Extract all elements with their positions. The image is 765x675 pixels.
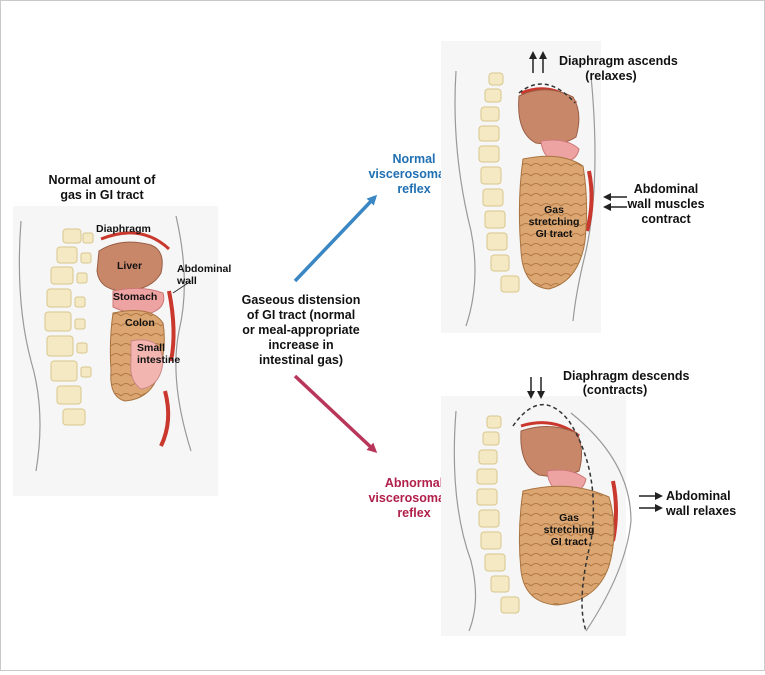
normal-reflex-line2: viscerosomatic xyxy=(368,167,459,181)
center-text-line1: Gaseous distension xyxy=(242,293,361,307)
left-abdominal-wall-muscle-lower xyxy=(159,390,171,447)
bottom-right-spine xyxy=(476,415,520,614)
left-title-line2: gas in GI tract xyxy=(60,188,144,202)
bottom-wall-line2: wall relaxes xyxy=(665,504,736,518)
center-text-line3: or meal-appropriate xyxy=(242,323,359,337)
top-muscles-line3: contract xyxy=(641,212,691,226)
spine xyxy=(44,228,94,426)
abdominal-wall-leader xyxy=(172,280,192,294)
left-abdominal-wall-muscle-upper xyxy=(167,290,176,362)
bottom-right-gut xyxy=(518,485,615,606)
label-abdominal-wall-line2: wall xyxy=(176,275,197,287)
label-small-intestine-line1: Small xyxy=(137,342,165,354)
small-intestine xyxy=(130,339,164,390)
center-text-line5: intestinal gas) xyxy=(259,353,343,367)
bottom-wall-line1: Abdominal xyxy=(666,489,731,503)
abnormal-reflex-arrow xyxy=(293,374,378,454)
label-small-intestine-line2: intestine xyxy=(137,354,180,366)
bottom-right-body-illustration xyxy=(441,377,663,636)
normal-reflex-line1: Normal xyxy=(392,152,435,166)
bottom-gas-line1: Gas xyxy=(559,512,579,524)
top-right-spine xyxy=(478,72,520,293)
top-gas-line1: Gas xyxy=(544,204,564,216)
label-stomach: Stomach xyxy=(113,291,157,303)
top-diaphragm-line1: Diaphragm ascends xyxy=(559,54,678,68)
abnormal-reflex-line1: Abnormal xyxy=(385,476,443,490)
left-title-line1: Normal amount of xyxy=(49,173,157,187)
back-outline xyxy=(18,220,41,472)
bottom-right-diaphragm-dashed xyxy=(512,404,595,632)
label-diaphragm: Diaphragm xyxy=(96,223,151,235)
abnormal-reflex-line2: viscerosomatic xyxy=(368,491,459,505)
abnormal-reflex-line3: reflex xyxy=(397,506,430,520)
bottom-diaphragm-line1: Diaphragm descends xyxy=(563,369,689,383)
center-text-line4: increase in xyxy=(268,338,333,352)
top-right-body-illustration xyxy=(441,41,627,333)
top-gas-line2: stretching xyxy=(529,216,580,228)
bottom-right-liver xyxy=(520,426,583,477)
left-diaphragm-muscle xyxy=(100,231,171,251)
liver xyxy=(96,241,163,292)
label-liver: Liver xyxy=(117,260,142,272)
top-gas-line3: GI tract xyxy=(536,228,573,240)
top-right-diaphragm-dashed xyxy=(518,83,576,104)
bottom-gas-line2: stretching xyxy=(544,524,595,536)
bottom-diaphragm-line2: (contracts) xyxy=(583,383,648,397)
top-right-liver xyxy=(518,89,580,145)
bottom-gas-line3: GI tract xyxy=(551,536,588,548)
front-outline xyxy=(175,215,192,452)
normal-reflex-arrow xyxy=(293,194,378,283)
top-muscles-line2: wall muscles xyxy=(626,197,704,211)
left-body-illustration xyxy=(13,206,218,496)
top-diaphragm-line2: (relaxes) xyxy=(585,69,636,83)
top-right-gut xyxy=(518,155,588,290)
label-colon: Colon xyxy=(125,317,155,329)
top-muscles-line1: Abdominal xyxy=(634,182,699,196)
label-abdominal-wall-line1: Abdominal xyxy=(177,263,231,275)
center-text-line2: of GI tract (normal xyxy=(247,308,355,322)
normal-reflex-line3: reflex xyxy=(397,182,430,196)
